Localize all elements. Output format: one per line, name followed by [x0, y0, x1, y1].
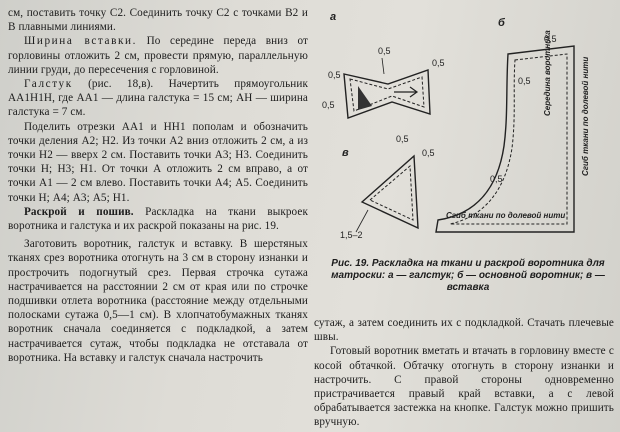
dim-3: 0,5 — [322, 100, 335, 110]
cutting-layout-diagram: а 0,5 0,5 0,5 0,5 б 0,5 0,5 0,5 Середина… — [322, 11, 590, 240]
paragraph-cutting: Раскрой и пошив. Раскладка на ткани выкр… — [8, 205, 308, 233]
paragraph-tie-points: Поделить отрезки АА1 и НН1 пополам и обо… — [8, 120, 308, 204]
dim-8: 0,5 — [396, 134, 409, 144]
figure-caption: Рис. 19. Раскладка на ткани и раскрой во… — [331, 258, 605, 293]
collar-pattern — [435, 45, 575, 233]
label-v: в — [342, 147, 349, 159]
note-collar-middle: Середина воротника — [543, 30, 552, 116]
paragraph-preparation: Заготовить воротник, галстук и вставку. … — [8, 238, 308, 364]
tie-pattern — [343, 69, 431, 119]
tie-shading — [358, 86, 372, 110]
tie-seam-line — [349, 76, 425, 112]
collar-outline — [435, 45, 575, 233]
dim-5: 0,5 — [544, 34, 557, 44]
paragraph-insert-width-body: По середине переда вниз от горловины отл… — [8, 35, 308, 76]
note-fold-horizontal: Сгиб ткани по долевой нити — [446, 211, 565, 220]
heading-cutting: Раскрой и пошив. — [24, 205, 134, 218]
left-text-column: см, поставить точку С2. Соединить точку … — [8, 6, 308, 365]
paragraph-tie: Галстук (рис. 18,в). Начертить прямоугол… — [8, 77, 308, 120]
dim-1: 0,5 — [378, 46, 391, 56]
insert-seam-line — [369, 164, 414, 221]
dim-6: 0,5 — [518, 76, 531, 86]
paragraph-right-2: Готовый воротник вметать и втачать в гор… — [314, 345, 614, 429]
note-fold-vertical: Сгиб ткани по долевой нити — [581, 57, 590, 176]
heading-tie: Галстук — [24, 78, 73, 91]
paragraph-tie-body: (рис. 18,в). Начертить прямоугольник АА1… — [8, 78, 308, 119]
dim-2: 0,5 — [328, 70, 341, 80]
dim-4: 0,5 — [432, 58, 445, 68]
paragraph-insert-width: Ширина вставки. По середине переда вниз … — [8, 34, 308, 77]
collar-seam-line — [449, 53, 568, 225]
tie-outline — [343, 69, 431, 119]
grain-arrow — [394, 86, 419, 98]
paragraph-right-1: сутаж, а затем соединить их с подкладкой… — [314, 317, 614, 344]
label-a: а — [330, 11, 336, 23]
paragraph-continuation: см, поставить точку С2. Соединить точку … — [8, 7, 308, 34]
dim-range: 1,5–2 — [340, 230, 363, 240]
right-text-column: сутаж, а затем соединить их с подкладкой… — [314, 316, 614, 430]
insert-pattern — [360, 154, 419, 230]
insert-outline — [360, 154, 419, 230]
paragraph-cutting-body: Раскладка на ткани выкроек воротника и г… — [8, 205, 308, 233]
label-b: б — [498, 17, 506, 29]
dim-9: 0,5 — [422, 148, 435, 158]
figure-19: а 0,5 0,5 0,5 0,5 б 0,5 0,5 0,5 Середина… — [318, 6, 614, 250]
heading-insert-width: Ширина вставки. — [24, 35, 137, 48]
dim-7: 0,5 — [490, 174, 503, 184]
